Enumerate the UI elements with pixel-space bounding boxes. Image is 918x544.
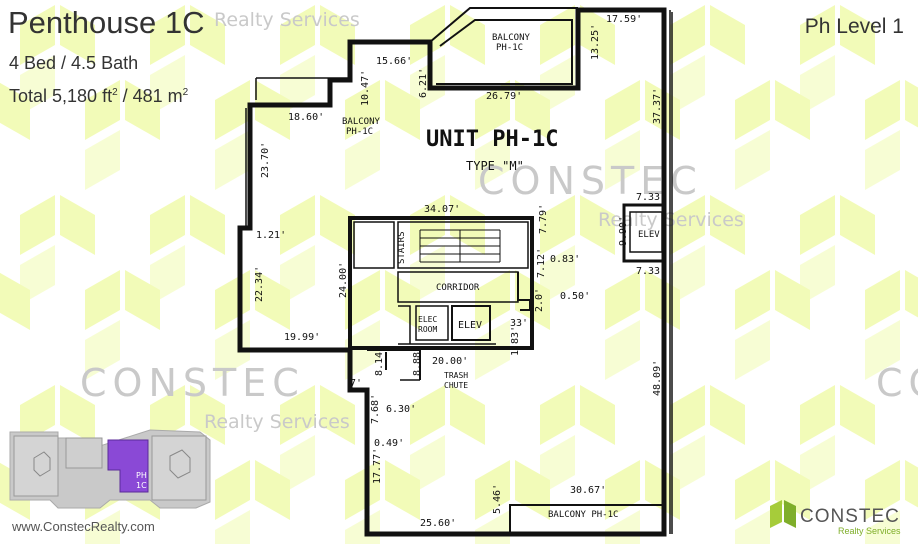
dim-8-14: 8.14' [374,346,385,376]
dim-17-77: 17.77' [372,448,383,484]
room-balcony-top-1: BALCONY [492,33,531,43]
dim-34-07: 34.07' [424,204,460,215]
watermark-sub-top: Realty Services [214,9,360,31]
dim-18-60: 18.60' [288,112,324,123]
dimension-labels: 15.66' 17.59' 13.25' 6.21' 10.47' 26.79'… [254,14,666,529]
room-corridor: CORRIDOR [436,283,480,293]
watermark-sub-center: Realty Services [598,209,744,231]
room-balcony-top-2: PH-1C [496,43,523,53]
type-label: TYPE "M" [466,159,524,173]
dim-20-00: 20.00' [432,356,468,367]
dim-23-70: 23.70' [260,142,271,178]
key-plan-label-1: PH [136,471,147,480]
dim-7: 7' [350,378,362,389]
dim-37-37: 37.37' [652,88,663,124]
dim-10-47: 10.47' [360,70,371,106]
room-elev-right: ELEV [638,230,660,240]
room-trash-2: CHUTE [444,381,468,390]
dim-9-90: 9.90' [618,216,629,246]
floorplan-labels: UNIT PH-1C TYPE "M" BALCONY PH-1C BALCON… [254,14,666,529]
bed-bath-label: 4 Bed / 4.5 Bath [9,53,139,73]
logo-name: CONSTEC [800,506,900,527]
dim-7-79: 7.79' [538,204,549,234]
total-area-ft: Total 5,180 ft [9,86,113,106]
watermark-brand-left: CONSTEC [80,361,305,405]
room-trash-1: TRASH [444,371,468,380]
room-elec-1: ELEC [418,315,437,324]
room-elev: ELEV [458,320,482,331]
dim-7-33-bottom: 7.33' [636,266,666,277]
dim-0-50: 0.50' [560,291,590,302]
website-link[interactable]: www.ConstecRealty.com [12,519,155,534]
key-plan-highlight [107,439,149,493]
dim-33: 33' [510,318,528,329]
total-area-ft-sup: 2 [112,87,118,98]
dim-0-83: 0.83' [550,254,580,265]
total-area-label: Total 5,180 ft2 / 481 m2 [9,82,188,107]
dim-7-33-top: 7.33' [636,192,666,203]
dim-1-83: 1.83' [510,326,521,356]
dim-1-21: 1.21' [256,230,286,241]
room-balcony-bottom: BALCONY PH-1C [548,510,618,520]
page-title: Penthouse 1C [8,5,205,40]
watermark-brand-center: CONSTEC [478,159,703,203]
dim-30-67: 30.67' [570,485,606,496]
room-balcony-left-2: PH-1C [346,127,373,137]
floorplan-walls [237,7,673,537]
dim-25-60: 25.60' [420,518,456,529]
dim-8-88: 8.88' [412,346,423,376]
dim-19-99: 19.99' [284,332,320,343]
total-area-m: / 481 m [117,86,183,106]
dim-22-34: 22.34' [254,266,265,302]
dim-6-30: 6.30' [386,404,416,415]
unit-label: UNIT PH-1C [426,127,558,152]
watermark-brand-right: CONSTEC [876,361,918,405]
dim-26-79: 26.79' [486,91,522,102]
dim-6-21: 6.21' [418,68,429,98]
room-elec-2: ROOM [418,325,437,334]
level-label: Ph Level 1 [804,15,904,38]
dim-13-25: 13.25' [590,24,601,60]
total-area-m-sup: 2 [182,87,189,98]
room-balcony-left-1: BALCONY [342,117,381,127]
watermark-group: CONSTEC Realty Services CONSTEC Realty S… [80,9,918,433]
key-plan-label-2: 1C [136,481,147,490]
dim-24-00: 24.00' [338,262,349,298]
dim-2-0: 2.0' [534,288,545,312]
dim-48-09: 48.09' [652,360,663,396]
dim-7-68: 7.68' [370,394,381,424]
dim-5-46: 5.46' [492,484,503,514]
room-stairs: STAIRS [397,231,407,264]
dim-0-49: 0.49' [374,438,404,449]
watermark-sub-left: Realty Services [204,411,350,433]
constec-hexagon-icon [770,500,796,528]
dim-17-59: 17.59' [606,14,642,25]
dim-15-66: 15.66' [376,56,412,67]
dim-7-12: 7.12' [536,248,547,278]
key-plan: PH 1C [9,429,211,509]
logo-sub: Realty Services [838,526,901,536]
